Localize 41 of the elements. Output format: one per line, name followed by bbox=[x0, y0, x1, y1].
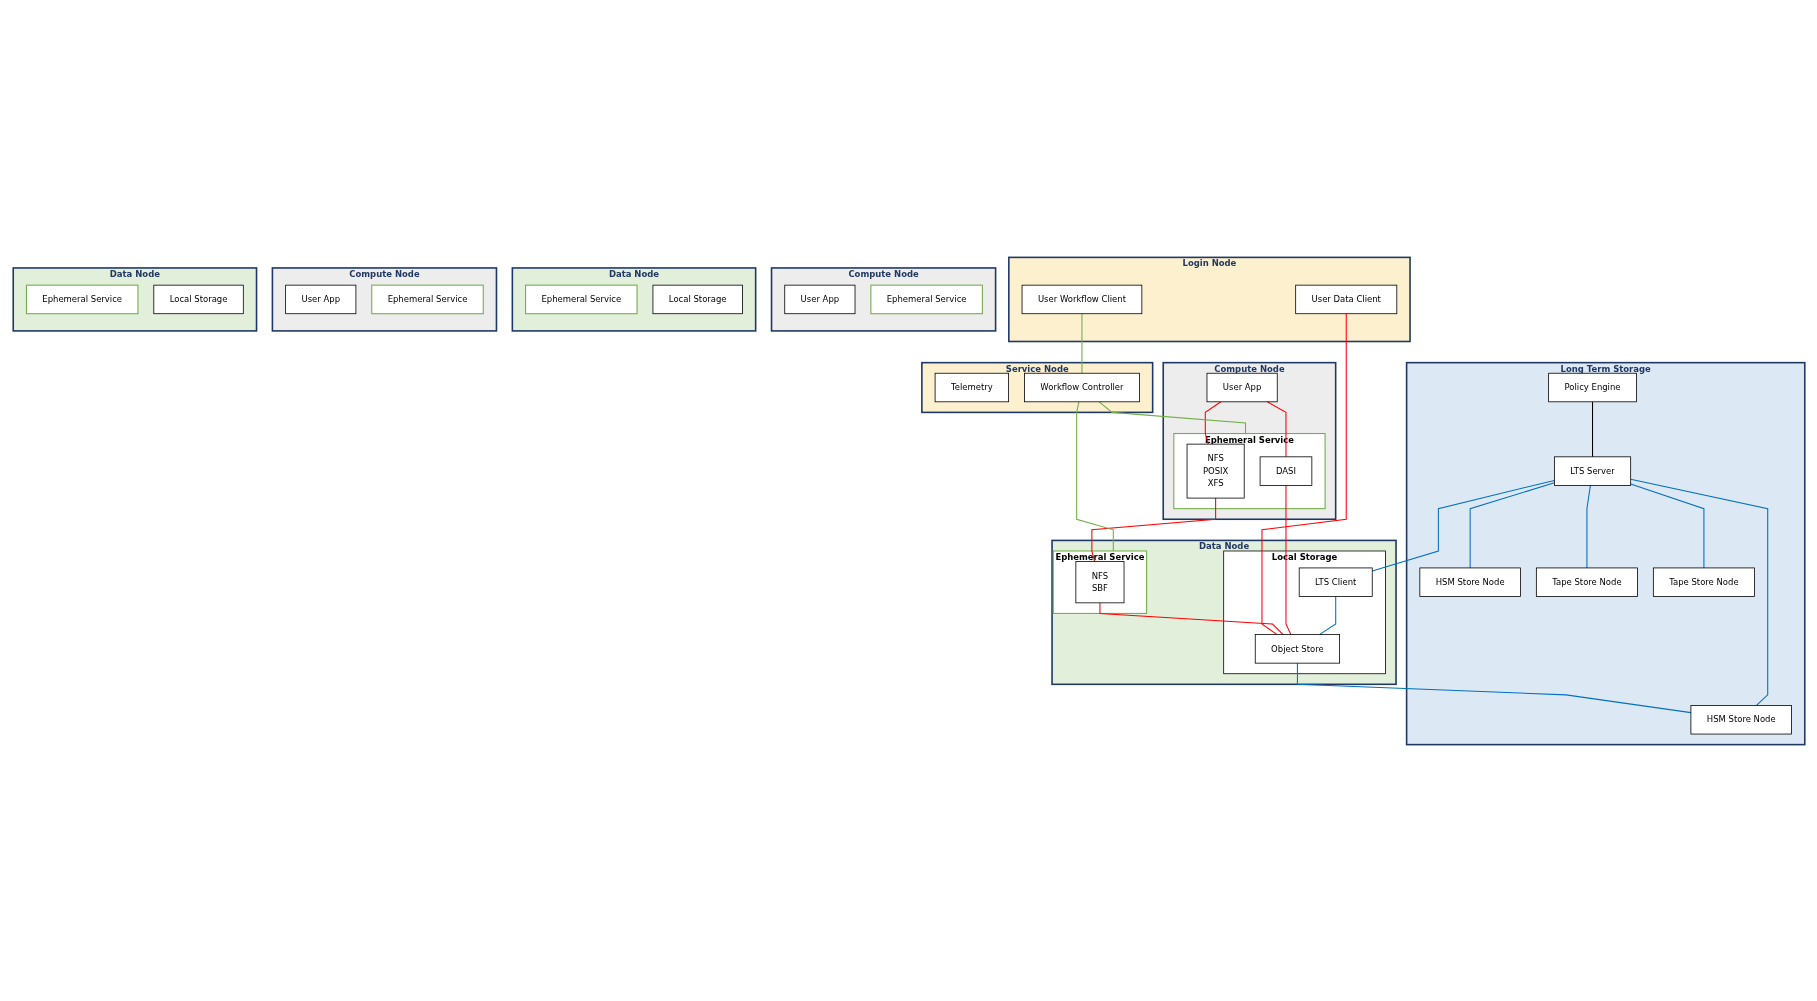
connector bbox=[1629, 482, 1704, 568]
connector bbox=[1629, 478, 1768, 706]
connector bbox=[1318, 595, 1336, 635]
node-box: User Workflow Client bbox=[1021, 284, 1142, 314]
connector bbox=[1284, 484, 1291, 635]
node-box: Workflow Controller bbox=[1023, 372, 1140, 402]
node-box: LTS Server bbox=[1553, 455, 1631, 486]
node-box: HSM Store Node bbox=[1418, 567, 1521, 597]
connector bbox=[1260, 312, 1347, 635]
connector bbox=[1098, 601, 1284, 635]
node-box: User Data Client bbox=[1294, 284, 1397, 314]
node-box: Ephemeral Service bbox=[25, 284, 138, 314]
node-box: User App bbox=[284, 284, 356, 314]
connector bbox=[1090, 497, 1216, 562]
connector bbox=[1296, 662, 1691, 713]
node-box: Policy Engine bbox=[1547, 372, 1637, 402]
connector bbox=[1080, 312, 1082, 374]
node-box: LTS Client bbox=[1298, 567, 1373, 597]
node-box: Tape Store Node bbox=[1652, 567, 1755, 597]
connector bbox=[1266, 400, 1286, 457]
node-box: Object Store bbox=[1254, 633, 1340, 664]
node-box: Ephemeral Service bbox=[370, 284, 484, 314]
node-box: DASI bbox=[1259, 455, 1312, 486]
connector bbox=[1075, 400, 1114, 551]
connector bbox=[1204, 400, 1221, 445]
node-box: HSM Store Node bbox=[1690, 704, 1792, 734]
node-box: Local Storage bbox=[152, 284, 244, 314]
node-box: NFS POSIX XFS bbox=[1186, 443, 1245, 498]
connector bbox=[1371, 479, 1555, 572]
connector bbox=[1098, 400, 1246, 434]
connector bbox=[1585, 484, 1591, 568]
node-box: User App bbox=[1206, 372, 1278, 402]
connector bbox=[1469, 481, 1555, 568]
node-box: Tape Store Node bbox=[1535, 567, 1638, 597]
node-box: NFS SBF bbox=[1074, 560, 1124, 603]
node-box: Local Storage bbox=[652, 284, 743, 314]
node-box: Telemetry bbox=[934, 372, 1009, 402]
node-box: User App bbox=[783, 284, 855, 314]
node-box: Ephemeral Service bbox=[524, 284, 638, 314]
node-box: Ephemeral Service bbox=[869, 284, 983, 314]
connector bbox=[1591, 400, 1593, 457]
